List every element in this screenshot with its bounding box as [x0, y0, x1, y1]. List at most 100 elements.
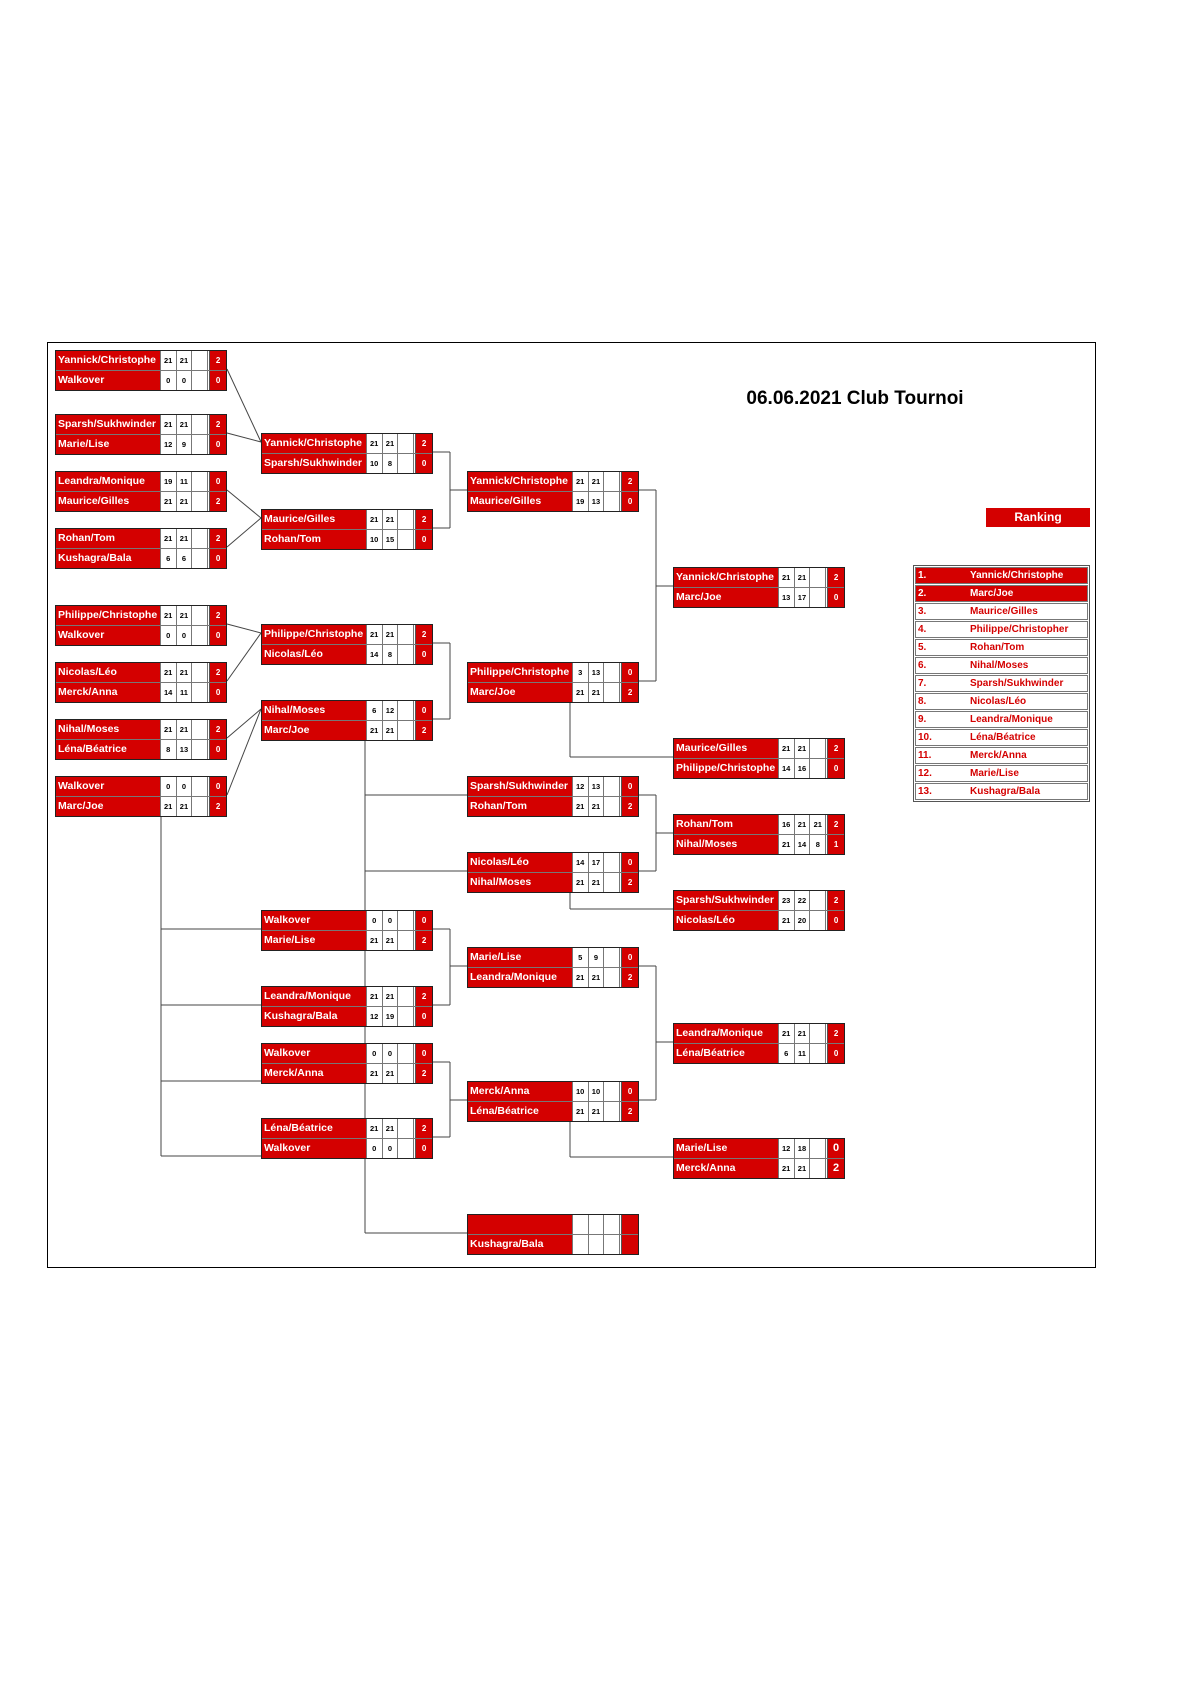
set-score: 6 [175, 549, 192, 568]
set-score [191, 351, 208, 370]
set-score: 21 [365, 721, 382, 740]
set-score: 21 [381, 987, 398, 1006]
team-name: Leandra/Monique [468, 968, 572, 987]
team-name: Walkover [262, 1139, 366, 1158]
team-name: Yannick/Christophe [262, 434, 366, 453]
score-spacer [413, 931, 416, 950]
ranking-row: 3. Maurice/Gilles [915, 603, 1088, 620]
set-score [603, 683, 620, 702]
ranking-row: 1.Yannick/Christophe [915, 567, 1088, 584]
set-score: 21 [159, 492, 176, 511]
set-score [603, 492, 620, 511]
set-score [587, 1215, 604, 1234]
connector-line [226, 432, 262, 443]
ranking-team-name: Maurice/Gilles [970, 606, 1038, 617]
ranking-team-name: Leandra/Monique [970, 714, 1053, 725]
team-name: Marc/Joe [56, 797, 160, 816]
set-score: 21 [793, 739, 810, 758]
set-score [397, 1007, 414, 1026]
team-name: Kushagra/Bala [468, 1235, 572, 1254]
set-score [397, 1139, 414, 1158]
team-name: Philippe/Christophe [262, 625, 366, 644]
set-score [571, 1215, 588, 1234]
set-score: 19 [571, 492, 588, 511]
team-name: Philippe/Christophe [674, 759, 778, 778]
set-score: 21 [777, 739, 794, 758]
score-spacer [619, 853, 622, 872]
team-name: Marie/Lise [56, 435, 160, 454]
match-result: 0 [827, 1044, 844, 1063]
match-result: 1 [827, 835, 844, 854]
score-spacer [619, 683, 622, 702]
match-result: 2 [209, 415, 226, 434]
team-name: Merck/Anna [674, 1159, 778, 1178]
ranking-position: 7. [918, 678, 927, 689]
score-spacer [413, 510, 416, 529]
team-name: Rohan/Tom [56, 529, 160, 548]
score-spacer [207, 606, 210, 625]
set-score: 14 [571, 853, 588, 872]
set-score [603, 1102, 620, 1121]
set-score: 14 [793, 835, 810, 854]
score-spacer [825, 835, 828, 854]
ranking-position: 4. [918, 624, 927, 635]
team-name: Léna/Béatrice [56, 740, 160, 759]
team-name: Marie/Lise [468, 948, 572, 967]
set-score [603, 948, 620, 967]
set-score: 21 [175, 720, 192, 739]
score-spacer [413, 434, 416, 453]
set-score: 0 [365, 911, 382, 930]
set-score: 21 [777, 911, 794, 930]
ranking-position: 3. [918, 606, 927, 617]
match-result: 2 [621, 1102, 638, 1121]
ranking-header: Ranking [986, 508, 1090, 527]
ranking-team-name: Yannick/Christophe [970, 570, 1064, 581]
team-name: Leandra/Monique [262, 987, 366, 1006]
set-score [809, 891, 826, 910]
set-score [397, 1064, 414, 1083]
set-score [809, 911, 826, 930]
set-score [397, 1044, 414, 1063]
match-result: 0 [415, 1007, 432, 1026]
set-score [809, 588, 826, 607]
score-spacer [825, 1044, 828, 1063]
set-score: 21 [175, 415, 192, 434]
match-result: 2 [415, 987, 432, 1006]
team-name: Yannick/Christophe [674, 568, 778, 587]
set-score [191, 720, 208, 739]
set-score [809, 1159, 826, 1178]
ranking-team-name: Marc/Joe [970, 588, 1014, 599]
team-name: Maurice/Gilles [468, 492, 572, 511]
set-score: 19 [159, 472, 176, 491]
set-score: 8 [381, 645, 398, 664]
set-score: 19 [381, 1007, 398, 1026]
match-result: 0 [415, 1139, 432, 1158]
set-score: 21 [175, 529, 192, 548]
set-score [397, 434, 414, 453]
ranking-team-name: Philippe/Christopher [970, 624, 1069, 635]
set-score [603, 873, 620, 892]
set-score [603, 1082, 620, 1101]
team-name: Marc/Joe [468, 683, 572, 702]
set-score: 21 [381, 1119, 398, 1138]
score-spacer [825, 759, 828, 778]
set-score: 21 [365, 1064, 382, 1083]
team-name: Nicolas/Léo [56, 663, 160, 682]
ranking-row: 9.Leandra/Monique [915, 711, 1088, 728]
set-score: 21 [159, 663, 176, 682]
